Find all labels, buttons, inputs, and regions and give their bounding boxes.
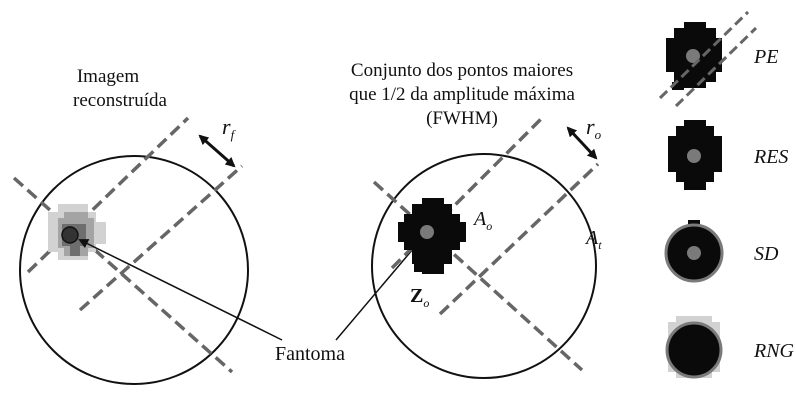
fwhm-circle bbox=[371, 153, 597, 379]
reconstruction-circle bbox=[19, 155, 249, 385]
mid-title-line3: (FWHM) bbox=[426, 108, 498, 129]
legend-rng-symbol bbox=[665, 316, 723, 379]
legend-pe-symbol bbox=[658, 10, 758, 108]
left-title-line1: Imagem bbox=[77, 66, 139, 87]
legend-rng-label: RNG bbox=[753, 340, 795, 362]
reconstructed-image-panel: Imagem reconstruída rf bbox=[12, 66, 249, 385]
fantoma-arrow-left bbox=[78, 239, 283, 341]
legend-res-label: RES bbox=[753, 146, 788, 168]
a-t-label: At bbox=[584, 227, 602, 252]
left-title-line2: reconstruída bbox=[73, 90, 167, 111]
mid-title-line2: que 1/2 da amplitude máxima bbox=[349, 84, 575, 105]
legend-res-symbol bbox=[668, 120, 722, 190]
r-o-arrow bbox=[566, 126, 598, 160]
a-o-label: Ao bbox=[472, 208, 492, 233]
z-o-label: Zo bbox=[410, 285, 429, 310]
r-o-label: ro bbox=[586, 114, 602, 142]
dashed-axis-4 bbox=[372, 180, 584, 372]
dashed-axis-6 bbox=[438, 162, 600, 316]
dashed-axis-3 bbox=[78, 164, 244, 312]
fwhm-center-dot bbox=[420, 225, 434, 239]
legend-sd-symbol bbox=[664, 220, 724, 283]
legend-sd-label: SD bbox=[754, 243, 779, 265]
r-f-arrow bbox=[198, 134, 236, 168]
mid-title-line1: Conjunto dos pontos maiores bbox=[351, 60, 573, 81]
dashed-axis-1 bbox=[12, 176, 234, 374]
fwhm-blob bbox=[398, 198, 466, 274]
fantoma-arrow-mid bbox=[335, 234, 426, 341]
phantom-callout: Fantoma bbox=[78, 234, 426, 365]
fwhm-panel: Conjunto dos pontos maiores que 1/2 da a… bbox=[349, 60, 602, 379]
phantom-dot bbox=[61, 226, 79, 244]
legend-pe-label: PE bbox=[753, 46, 778, 68]
legend: PE RES SD RNG bbox=[658, 10, 795, 379]
r-f-label: rf bbox=[222, 114, 237, 142]
fantoma-label: Fantoma bbox=[275, 343, 345, 365]
